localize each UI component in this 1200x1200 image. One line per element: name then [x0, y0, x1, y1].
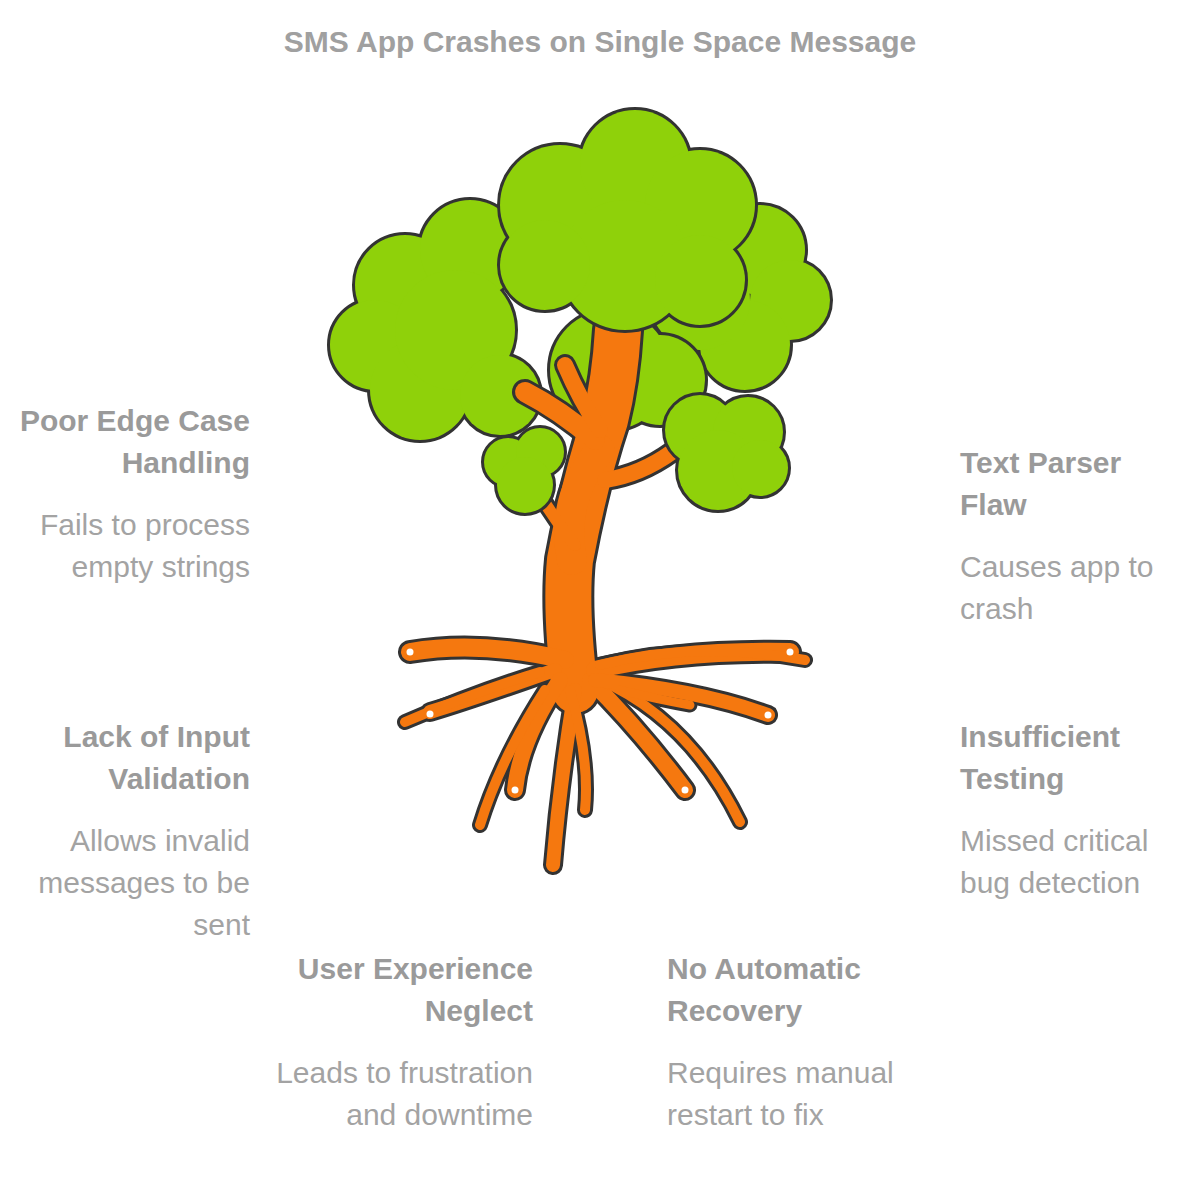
leaf-outline — [500, 220, 590, 310]
bark-fill — [595, 680, 768, 715]
cause-description: Causes app to crash — [960, 546, 1192, 630]
root-tip — [765, 712, 772, 719]
bark-fill — [480, 690, 545, 825]
root-tip — [787, 649, 794, 656]
tree — [330, 110, 830, 865]
diagram-title: SMS App Crashes on Single Space Message — [0, 21, 1200, 63]
canopy-top — [500, 110, 755, 330]
root-tip — [407, 649, 414, 656]
bark-fill — [410, 648, 565, 661]
leaf-fill — [732, 440, 788, 496]
leaf-outline — [655, 235, 745, 325]
root-tip — [427, 711, 434, 718]
cause-description: Missed critical bug detection — [960, 820, 1192, 904]
bark-fill — [620, 690, 690, 705]
cause-description: Allows invalid messages to be sent — [10, 820, 250, 946]
leaf-fill — [655, 235, 745, 325]
leaf-fill — [500, 220, 590, 310]
cause-heading: Insufficient Testing — [960, 716, 1192, 800]
bark-fill — [565, 365, 600, 430]
bark-fill — [570, 690, 586, 810]
cause-heading: Lack of Input Validation — [10, 716, 250, 800]
bark-fill — [405, 672, 540, 722]
leaf-fill — [497, 457, 553, 513]
canopy-small-left — [484, 428, 564, 513]
root-tip — [512, 787, 519, 794]
leaf-outline — [732, 440, 788, 496]
cause-heading: Text Parser Flaw — [960, 442, 1192, 526]
bark-outline — [405, 672, 540, 722]
cause-heading: User Experience Neglect — [273, 948, 533, 1032]
root-tip — [682, 787, 689, 794]
leaf-outline — [497, 457, 553, 513]
bark-fill — [605, 452, 672, 480]
cause-description: Fails to process empty strings — [10, 504, 250, 588]
cause-heading: Poor Edge Case Handling — [10, 400, 250, 484]
cause-description: Requires manual restart to fix — [667, 1052, 937, 1136]
canopy-small-right — [665, 395, 788, 510]
bark-fill — [600, 651, 805, 665]
bark-outline — [480, 690, 545, 825]
cause-heading: No Automatic Recovery — [667, 948, 937, 1032]
tree-wood — [405, 330, 805, 865]
cause-description: Leads to frustration and downtime — [273, 1052, 533, 1136]
bark-outline — [410, 648, 565, 661]
